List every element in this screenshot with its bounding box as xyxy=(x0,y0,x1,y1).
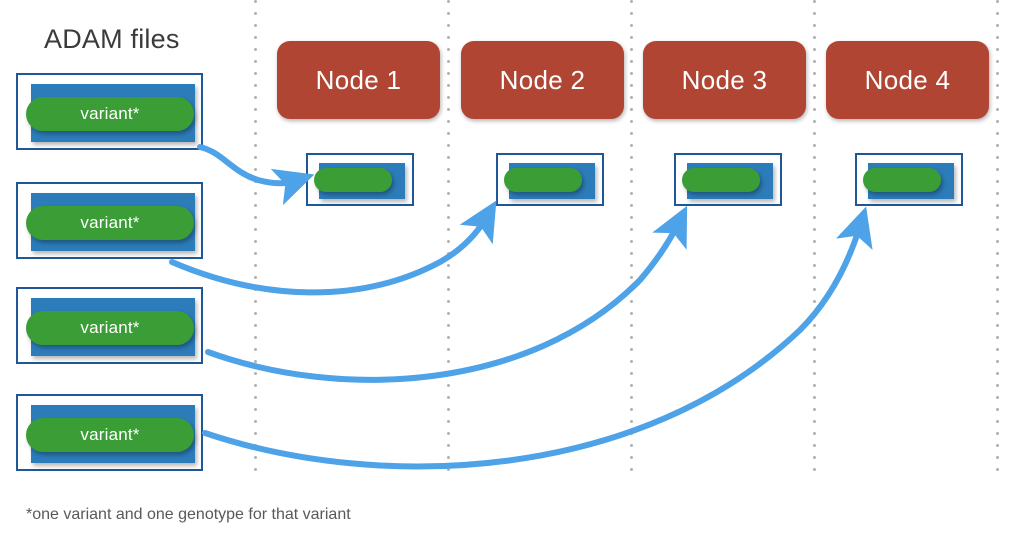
column-separator-4 xyxy=(813,0,816,480)
column-separator-2 xyxy=(447,0,450,480)
node-variant-pill-1 xyxy=(314,168,392,192)
node-partition-card-1 xyxy=(306,153,414,206)
node-variant-pill-4 xyxy=(863,168,941,192)
node-partition-card-2 xyxy=(496,153,604,206)
variant-label-2: variant* xyxy=(80,213,140,232)
footnote-text: *one variant and one genotype for that v… xyxy=(26,506,351,523)
variant-pill-3: variant* xyxy=(26,311,194,345)
arrow-file2-to-node2 xyxy=(169,200,497,296)
adam-file-card-3: variant* xyxy=(16,287,203,364)
node-pill-1: Node 1 xyxy=(277,41,440,119)
node-pill-4: Node 4 xyxy=(826,41,989,119)
variant-label-1: variant* xyxy=(80,104,140,123)
variant-pill-4: variant* xyxy=(26,418,194,452)
column-separator-1 xyxy=(254,0,257,480)
node-pill-2: Node 2 xyxy=(461,41,624,119)
adam-file-card-1: variant* xyxy=(16,73,203,150)
arrow-file1-to-node1 xyxy=(197,144,315,206)
arrow-file4-to-node4 xyxy=(202,206,873,470)
node-pill-label-1: Node 1 xyxy=(315,64,402,95)
variant-pill-1: variant* xyxy=(26,97,194,131)
node-partition-card-4 xyxy=(855,153,963,206)
column-separator-3 xyxy=(630,0,633,480)
variant-pill-2: variant* xyxy=(26,206,194,240)
node-variant-pill-2 xyxy=(504,168,582,192)
adam-file-card-2: variant* xyxy=(16,182,203,259)
node-pill-label-2: Node 2 xyxy=(499,64,586,95)
node-pill-label-3: Node 3 xyxy=(681,64,768,95)
adam-files-title: ADAM files xyxy=(44,24,180,54)
column-separator-5 xyxy=(996,0,999,480)
adam-file-card-4: variant* xyxy=(16,394,203,471)
variant-label-4: variant* xyxy=(80,425,140,444)
node-pill-3: Node 3 xyxy=(643,41,806,119)
arrow-file3-to-node3 xyxy=(205,205,688,383)
variant-label-3: variant* xyxy=(80,318,140,337)
node-pill-label-4: Node 4 xyxy=(864,64,951,95)
node-variant-pill-3 xyxy=(682,168,760,192)
node-partition-card-3 xyxy=(674,153,782,206)
